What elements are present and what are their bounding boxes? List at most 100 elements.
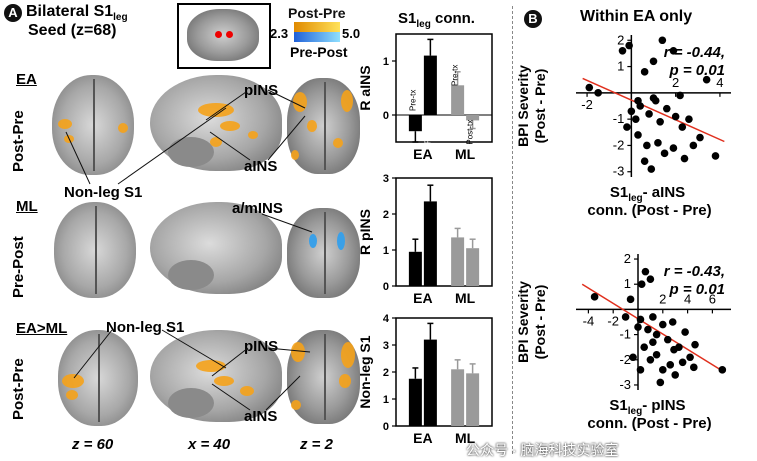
y-axis-label: Non-leg S1	[357, 335, 373, 408]
data-point	[621, 313, 630, 321]
colorbar-min: 2.3	[270, 26, 289, 41]
bar	[408, 251, 422, 286]
seed-image	[177, 3, 271, 69]
y-tick-label: 1	[617, 59, 624, 74]
data-point	[652, 350, 661, 359]
watermark: 公众号 · 脑海科技实验室	[466, 442, 619, 458]
data-point	[649, 57, 658, 66]
seed-brain	[187, 9, 259, 61]
data-point	[641, 267, 650, 276]
data-point	[634, 131, 642, 139]
row2-group: ML	[16, 198, 38, 215]
data-point	[636, 366, 645, 374]
x-tick-label: -2	[581, 97, 593, 112]
data-point	[636, 102, 645, 110]
seed-roi-left	[215, 31, 222, 38]
data-point	[681, 328, 689, 336]
data-point	[691, 340, 699, 349]
x-axis-label: S1leg- aINS	[610, 184, 685, 204]
x-tick-label: -4	[583, 313, 595, 328]
chart-frame	[395, 177, 493, 287]
slice-label-2: x = 40	[188, 436, 231, 453]
data-point	[689, 141, 698, 150]
x-tick-label: 4	[684, 291, 691, 306]
data-point	[659, 320, 667, 329]
data-point	[659, 366, 667, 374]
bar	[423, 201, 437, 286]
annot-pins-row3: pINS	[244, 338, 279, 355]
data-point	[685, 115, 693, 123]
seed-title: Bilateral S1leg	[26, 3, 128, 23]
data-point	[594, 89, 602, 97]
annot-ains-row3: aINS	[244, 408, 278, 425]
data-point	[634, 323, 642, 331]
seed-roi-right	[226, 31, 233, 38]
data-point	[669, 144, 678, 152]
annot-nonleg-row1: Non-leg S1	[64, 184, 143, 201]
data-point	[668, 318, 677, 326]
colorbar-bottom-label: Pre-Post	[290, 44, 348, 60]
data-point	[686, 353, 694, 362]
data-point	[640, 157, 649, 166]
data-point	[654, 139, 662, 147]
data-point	[671, 112, 680, 121]
y-tick-label: 2	[383, 209, 389, 221]
bar	[451, 237, 465, 286]
regression-line	[582, 77, 725, 143]
x-category-label: EA	[413, 290, 432, 306]
data-point	[637, 280, 646, 289]
bar	[451, 85, 465, 115]
data-point	[627, 107, 636, 116]
y-axis-label: R aINS	[357, 65, 373, 110]
y-axis-label: BPI Severity	[515, 281, 531, 363]
row1-axial-top	[52, 75, 134, 175]
data-point	[590, 293, 599, 301]
x-axis-label-2: conn. (Post - Pre)	[587, 415, 711, 432]
data-point	[652, 330, 661, 339]
row3-group: EA>ML	[16, 320, 68, 337]
data-point	[640, 343, 648, 351]
data-point	[623, 123, 631, 131]
stats-p: p = 0.01	[669, 62, 725, 79]
y-tick-label: 0	[383, 421, 389, 433]
panel-b-label: B	[524, 10, 542, 28]
panel-divider	[512, 6, 514, 454]
x-category-label: ML	[455, 430, 476, 446]
row3-axial-top	[58, 330, 138, 426]
data-point	[711, 152, 720, 160]
x-axis-label: S1leg- pINS	[609, 397, 685, 417]
chart-frame	[395, 33, 493, 143]
bar	[408, 378, 422, 426]
data-point	[646, 355, 655, 364]
data-point	[670, 345, 678, 354]
data-point	[647, 165, 656, 173]
bar	[466, 373, 480, 426]
y-tick-label: 3	[383, 340, 389, 352]
data-point	[649, 338, 657, 346]
row1-axial-mid	[287, 78, 360, 174]
data-point	[626, 295, 635, 304]
y-tick-label: 2	[624, 251, 631, 266]
x-category-label: ML	[455, 290, 476, 306]
x-axis-label-2: conn. (Post - Pre)	[587, 202, 711, 219]
data-point	[676, 91, 684, 100]
stats-p: p = 0.01	[669, 281, 725, 298]
data-point	[671, 371, 679, 379]
colorbar-warm	[294, 22, 340, 32]
data-point	[660, 149, 669, 158]
data-point	[645, 110, 653, 118]
data-point	[656, 378, 665, 387]
bar	[451, 369, 465, 426]
data-point	[702, 75, 711, 84]
colorbar-top-label: Post-Pre	[288, 5, 346, 21]
x-tick-label: -2	[607, 313, 619, 328]
y-tick-label: 0	[383, 110, 389, 122]
annot-pins-row1: pINS	[244, 82, 279, 99]
bar-label: Post-tx	[423, 119, 432, 144]
row1-sagittal	[150, 75, 282, 171]
x-tick-label: 6	[709, 291, 716, 306]
bar	[423, 55, 437, 115]
y-tick-label: 1	[383, 245, 389, 257]
